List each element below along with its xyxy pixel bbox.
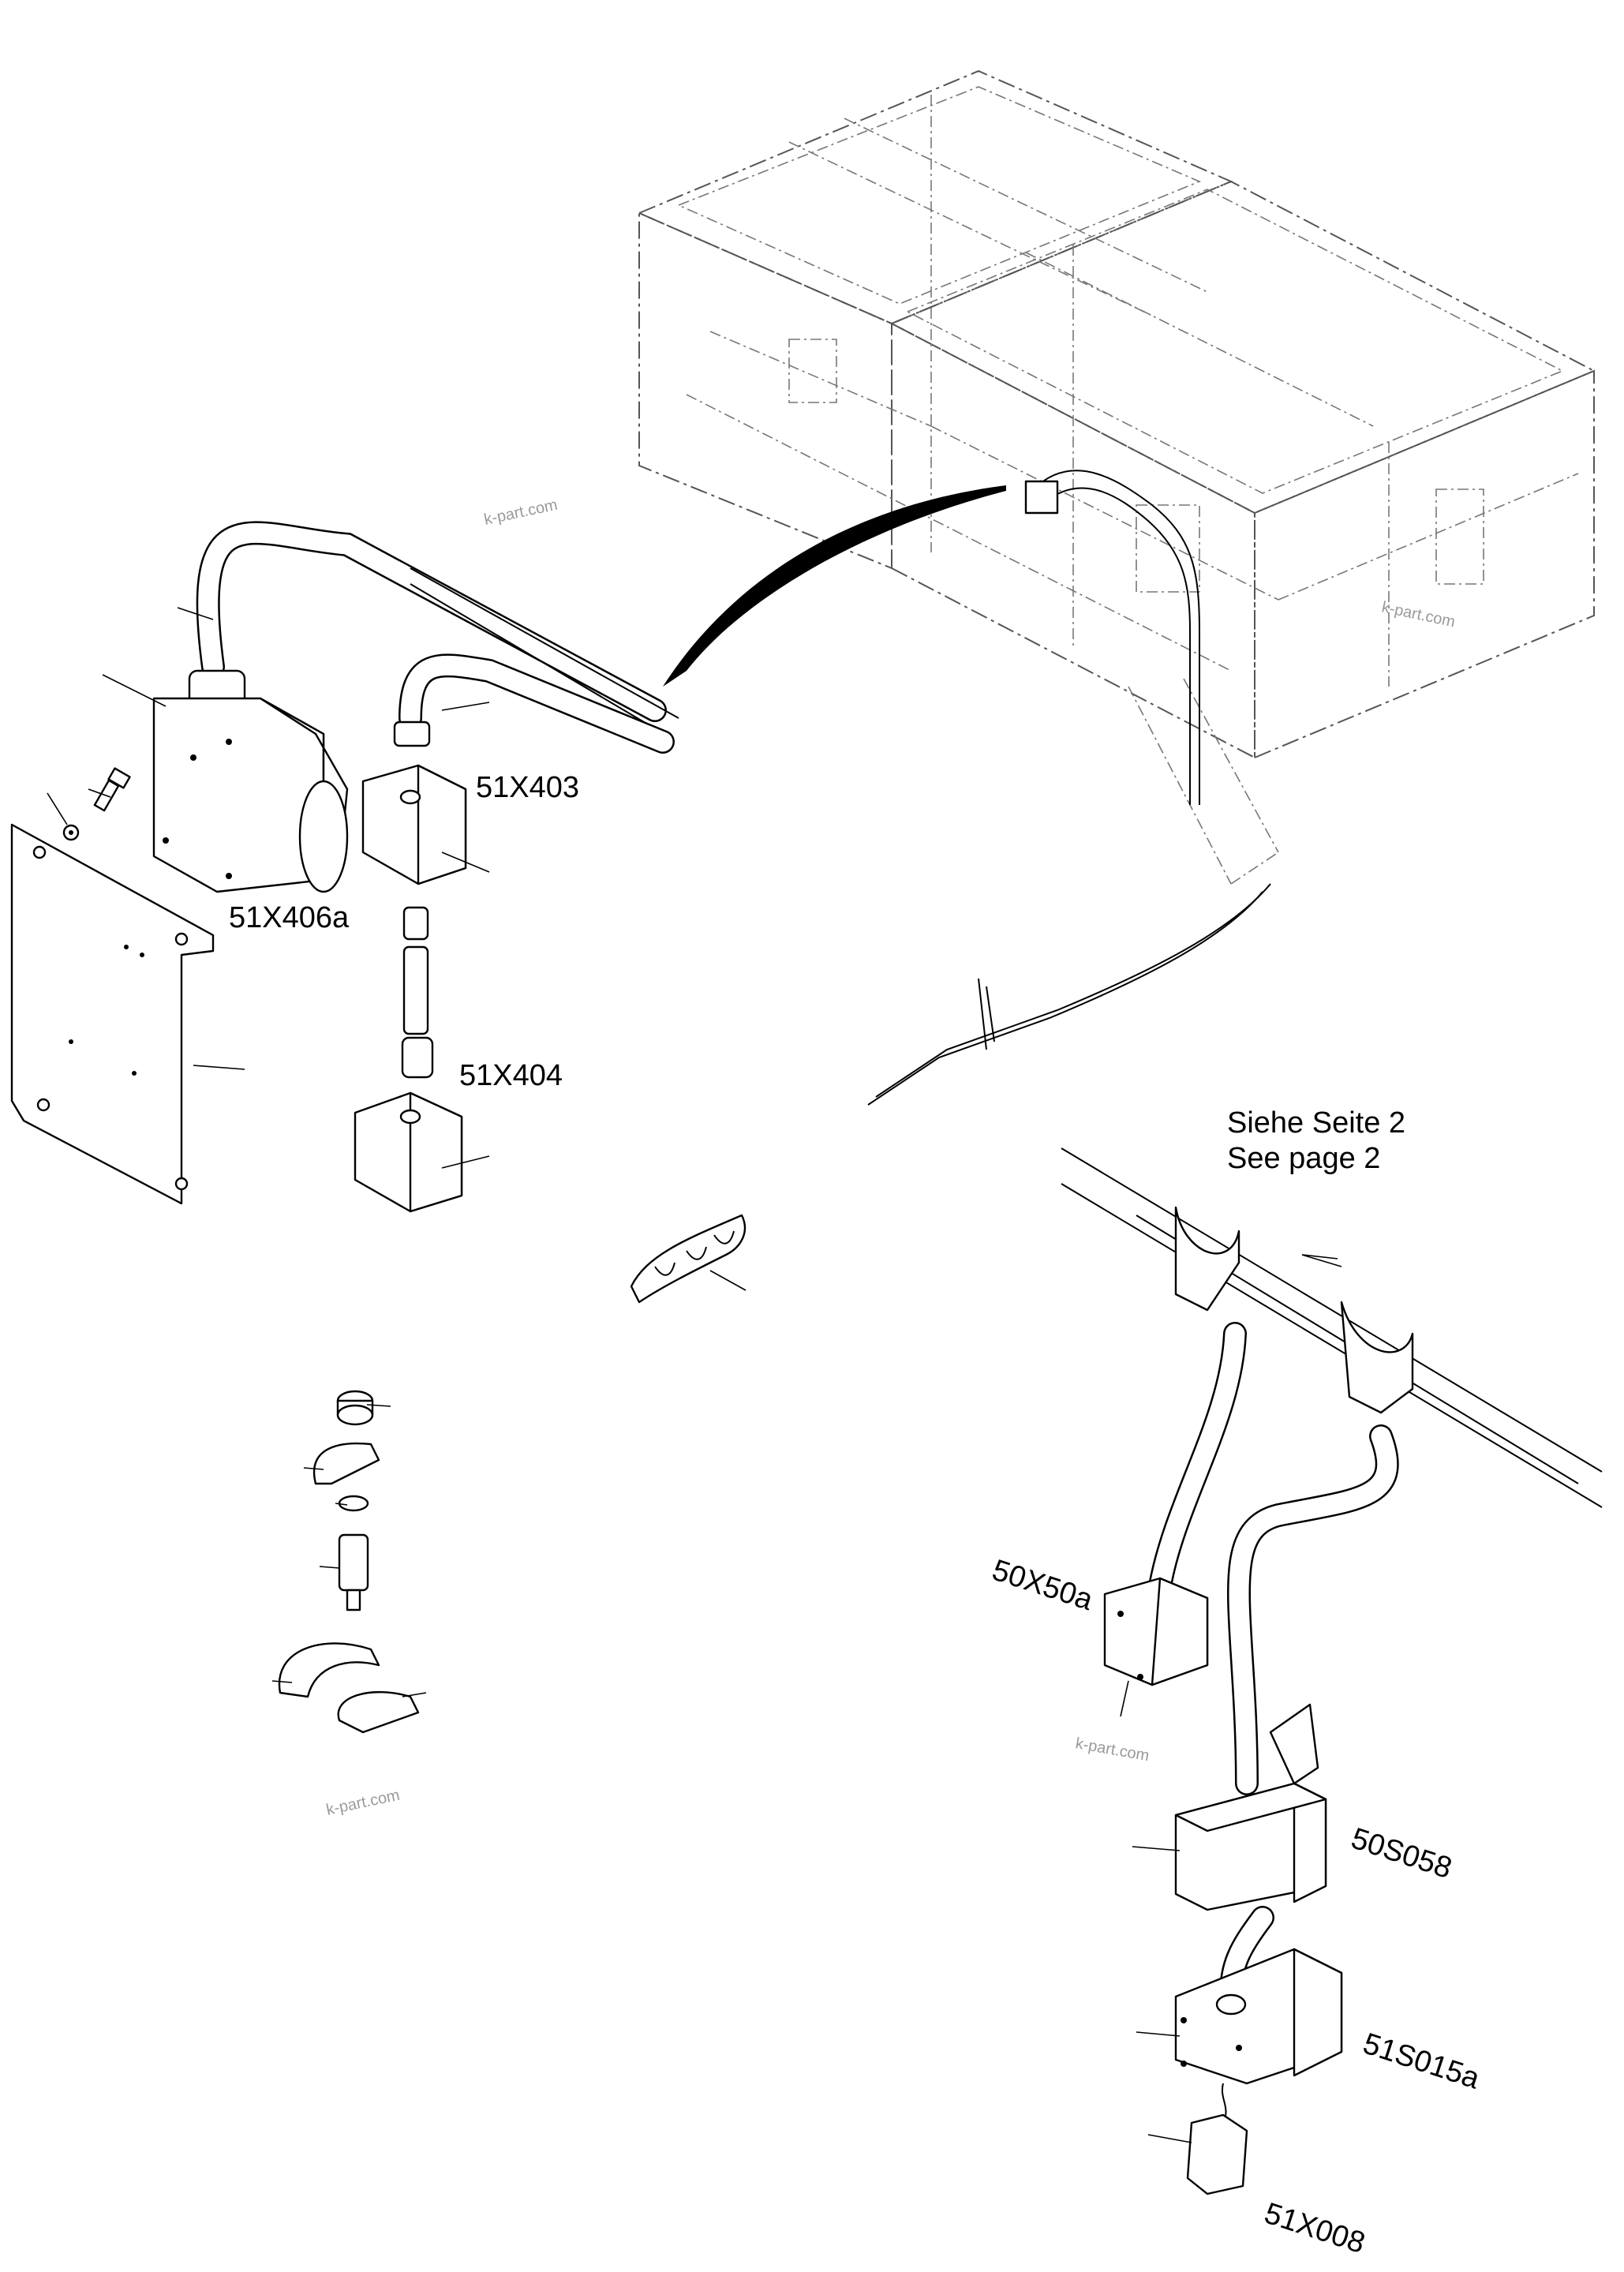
- switch-51s015a: [1174, 1948, 1343, 2085]
- frame-harness: [867, 470, 1271, 1106]
- label-51x404: 51X404: [459, 1059, 563, 1092]
- screw-and-washer: [62, 767, 131, 841]
- switch-50s058: [1174, 1703, 1327, 1911]
- label-51x406a: 51X406a: [229, 901, 350, 934]
- label-50x50a: 50X50a: [988, 1554, 1097, 1618]
- callout-arrow: [663, 485, 1006, 687]
- connector-50x50a: [1103, 1577, 1209, 1686]
- main-tube: [1061, 1147, 1603, 1508]
- connector-51x404: [354, 1036, 463, 1213]
- vehicle-frame: [637, 69, 1596, 885]
- mounting-plate: [10, 823, 215, 1205]
- label-see-page-de: Siehe Seite 2: [1227, 1106, 1405, 1140]
- watermark: k-part.com: [1074, 1735, 1151, 1765]
- label-51s015a: 51S015a: [1359, 2027, 1484, 2096]
- watermark: k-part.com: [482, 496, 559, 529]
- watermark: k-part.com: [1380, 598, 1457, 631]
- watermark: k-part.com: [324, 1787, 401, 1819]
- connector-box-51x406a: [152, 669, 349, 893]
- spiral-wrap: [630, 1214, 747, 1304]
- hose-assembly: [196, 521, 679, 754]
- connector-51x403: [361, 721, 467, 1035]
- label-50s058: 50S058: [1347, 1822, 1456, 1885]
- label-51x403: 51X403: [476, 771, 579, 804]
- clamp-assembly: [278, 1390, 420, 1734]
- connector-51x008: [1186, 2083, 1248, 2195]
- label-see-page-en: See page 2: [1227, 1142, 1380, 1175]
- leader-lines: [47, 607, 1342, 2143]
- label-51x008: 51X008: [1260, 2197, 1369, 2260]
